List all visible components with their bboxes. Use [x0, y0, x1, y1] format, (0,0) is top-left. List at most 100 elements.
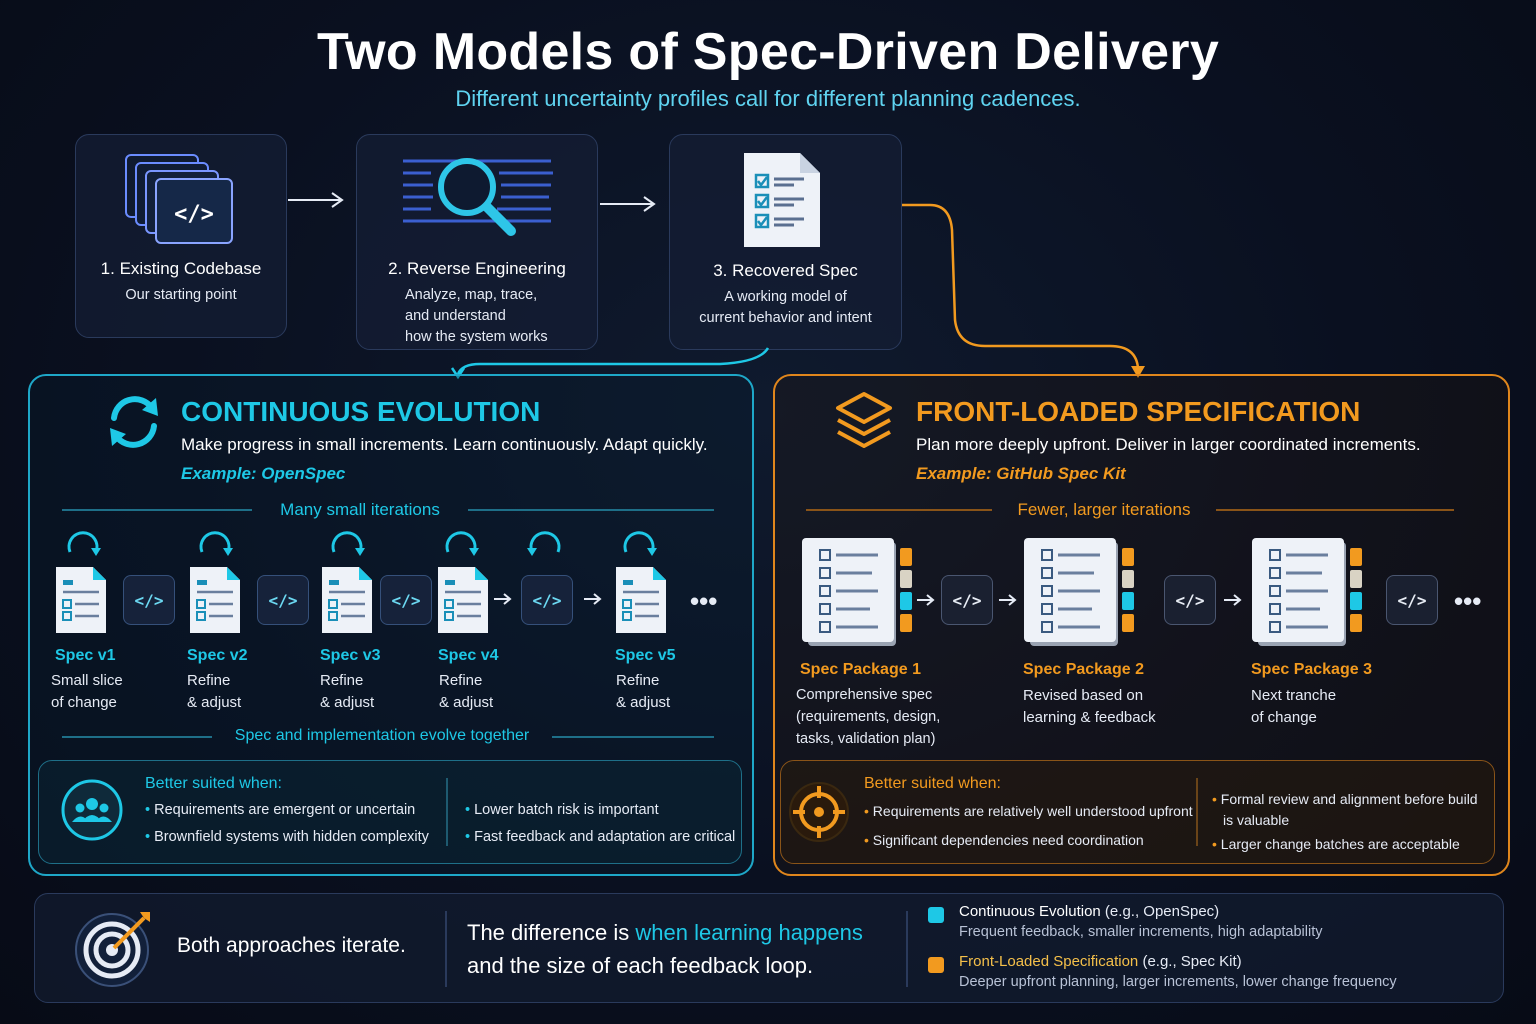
package-name: Spec Package 3 — [1251, 661, 1372, 678]
suited-item: • Larger change batches are acceptable — [1212, 836, 1460, 852]
continuous-example: Example: OpenSpec — [181, 464, 346, 483]
code-icon: </> — [941, 575, 993, 625]
package-desc-1: Revised based on — [1023, 687, 1144, 704]
spec-name: Spec v3 — [320, 647, 381, 664]
magnifier-icon — [403, 158, 553, 236]
suited-item: • Lower batch risk is important — [465, 802, 659, 818]
code-icon: </> — [1386, 575, 1438, 625]
step-title: 2. Reverse Engineering — [388, 259, 566, 278]
arrow-right-icon — [494, 591, 514, 612]
package-name: Spec Package 1 — [800, 661, 921, 678]
divider — [468, 509, 714, 511]
suited-item: • Requirements are relatively well under… — [864, 803, 1193, 819]
package-desc-2: learning & feedback — [1023, 709, 1156, 726]
spec-desc-1: Refine — [439, 672, 483, 689]
spec-doc — [55, 566, 107, 639]
suited-item: • Significant dependencies need coordina… — [864, 832, 1144, 848]
legend-swatch-cyan — [928, 907, 944, 923]
spec-desc-2: & adjust — [320, 694, 375, 711]
spec-desc-1: Small slice — [51, 672, 123, 689]
arrow-right-icon — [917, 592, 937, 613]
continuous-title: CONTINUOUS EVOLUTION — [181, 396, 541, 427]
page-title: Two Models of Spec-Driven Delivery — [316, 23, 1220, 81]
step-desc-1: Analyze, map, trace, — [405, 287, 538, 303]
code-icon: </> — [123, 575, 175, 625]
package-name: Spec Package 2 — [1023, 661, 1144, 678]
continuous-desc: Make progress in small increments. Learn… — [181, 435, 708, 454]
ellipsis-icon: ••• — [1454, 586, 1482, 616]
divider — [552, 736, 714, 738]
code-icon: </> — [521, 575, 573, 625]
people-icon — [61, 779, 123, 841]
code-icon: </> — [257, 575, 309, 625]
legend-swatch-orange — [928, 957, 944, 973]
frontloaded-desc: Plan more deeply upfront. Deliver in lar… — [916, 435, 1421, 454]
divider — [1196, 778, 1198, 846]
spec-name: Spec v1 — [55, 647, 116, 664]
step-desc-2: current behavior and intent — [699, 310, 872, 326]
evolve-together-label: Spec and implementation evolve together — [234, 727, 530, 744]
divider — [445, 911, 447, 987]
page-subtitle: Different uncertainty profiles call for … — [455, 86, 1081, 111]
spec-package-icon — [1250, 536, 1366, 653]
summary-bar — [34, 893, 1504, 1003]
step-desc-2: and understand — [405, 308, 506, 324]
summary-mid-line1: The difference is when learning happens — [467, 920, 863, 945]
suited-item: • Formal review and alignment before bui… — [1212, 791, 1478, 807]
spec-desc-2: & adjust — [187, 694, 242, 711]
step-title: 1. Existing Codebase — [100, 259, 262, 278]
spec-desc-2: & adjust — [439, 694, 494, 711]
iteration-label: Fewer, larger iterations — [1017, 500, 1191, 519]
connector-arrows — [450, 203, 1145, 380]
spec-package-icon — [800, 536, 916, 653]
divider — [446, 778, 448, 846]
divider — [62, 509, 252, 511]
spec-name: Spec v5 — [615, 647, 676, 664]
spec-doc — [437, 566, 489, 639]
divider — [806, 509, 992, 511]
spec-desc-1: Refine — [187, 672, 231, 689]
suited-heading: Better suited when: — [145, 775, 282, 792]
divider — [1216, 509, 1454, 511]
package-desc-2: of change — [1251, 709, 1317, 726]
legend-item: Continuous Evolution (e.g., OpenSpec) — [959, 903, 1220, 920]
spec-doc — [615, 566, 667, 639]
step-reverse-engineering: 2. Reverse Engineering Analyze, map, tra… — [356, 134, 598, 350]
continuous-suited-box — [38, 760, 742, 864]
divider — [906, 911, 908, 987]
svg-text:</>: </> — [174, 202, 214, 227]
spec-desc-2: & adjust — [616, 694, 671, 711]
spec-desc-1: Refine — [320, 672, 364, 689]
package-desc-3: tasks, validation plan) — [796, 731, 936, 747]
step-existing-codebase: </> 1. Existing Codebase Our starting po… — [75, 134, 287, 338]
suited-item: • Requirements are emergent or uncertain — [145, 802, 416, 818]
target-icon — [789, 782, 849, 842]
divider — [62, 736, 212, 738]
arrow-right-icon — [584, 591, 604, 612]
spec-name: Spec v2 — [187, 647, 248, 664]
step-title: 3. Recovered Spec — [713, 261, 858, 280]
suited-item: • Fast feedback and adaptation are criti… — [465, 829, 736, 845]
suited-item: • Brownfield systems with hidden complex… — [145, 829, 429, 845]
summary-left: Both approaches iterate. — [177, 934, 406, 957]
code-icon: </> — [1164, 575, 1216, 625]
spec-desc-1: Refine — [616, 672, 660, 689]
spec-package-icon — [1022, 536, 1138, 653]
legend-desc: Frequent feedback, smaller increments, h… — [959, 924, 1323, 940]
dartboard-icon — [75, 912, 150, 987]
step-desc-3: how the system works — [405, 329, 548, 345]
step-recovered-spec: 3. Recovered Spec A working model of cur… — [669, 134, 902, 350]
layers-icon — [836, 392, 892, 448]
package-desc-2: (requirements, design, — [796, 709, 941, 725]
code-icon: </> — [380, 575, 432, 625]
legend-item: Front-Loaded Specification (e.g., Spec K… — [959, 953, 1242, 970]
cycle-arrows-row — [67, 531, 657, 556]
suited-heading: Better suited when: — [864, 775, 1001, 792]
frontloaded-suited-box — [780, 760, 1495, 864]
frontloaded-example: Example: GitHub Spec Kit — [916, 464, 1126, 483]
spec-doc — [321, 566, 373, 639]
step-desc-1: A working model of — [724, 289, 847, 305]
legend-desc: Deeper upfront planning, larger incremen… — [959, 974, 1397, 990]
iteration-label: Many small iterations — [280, 500, 440, 519]
frontloaded-title: FRONT-LOADED SPECIFICATION — [916, 396, 1361, 427]
